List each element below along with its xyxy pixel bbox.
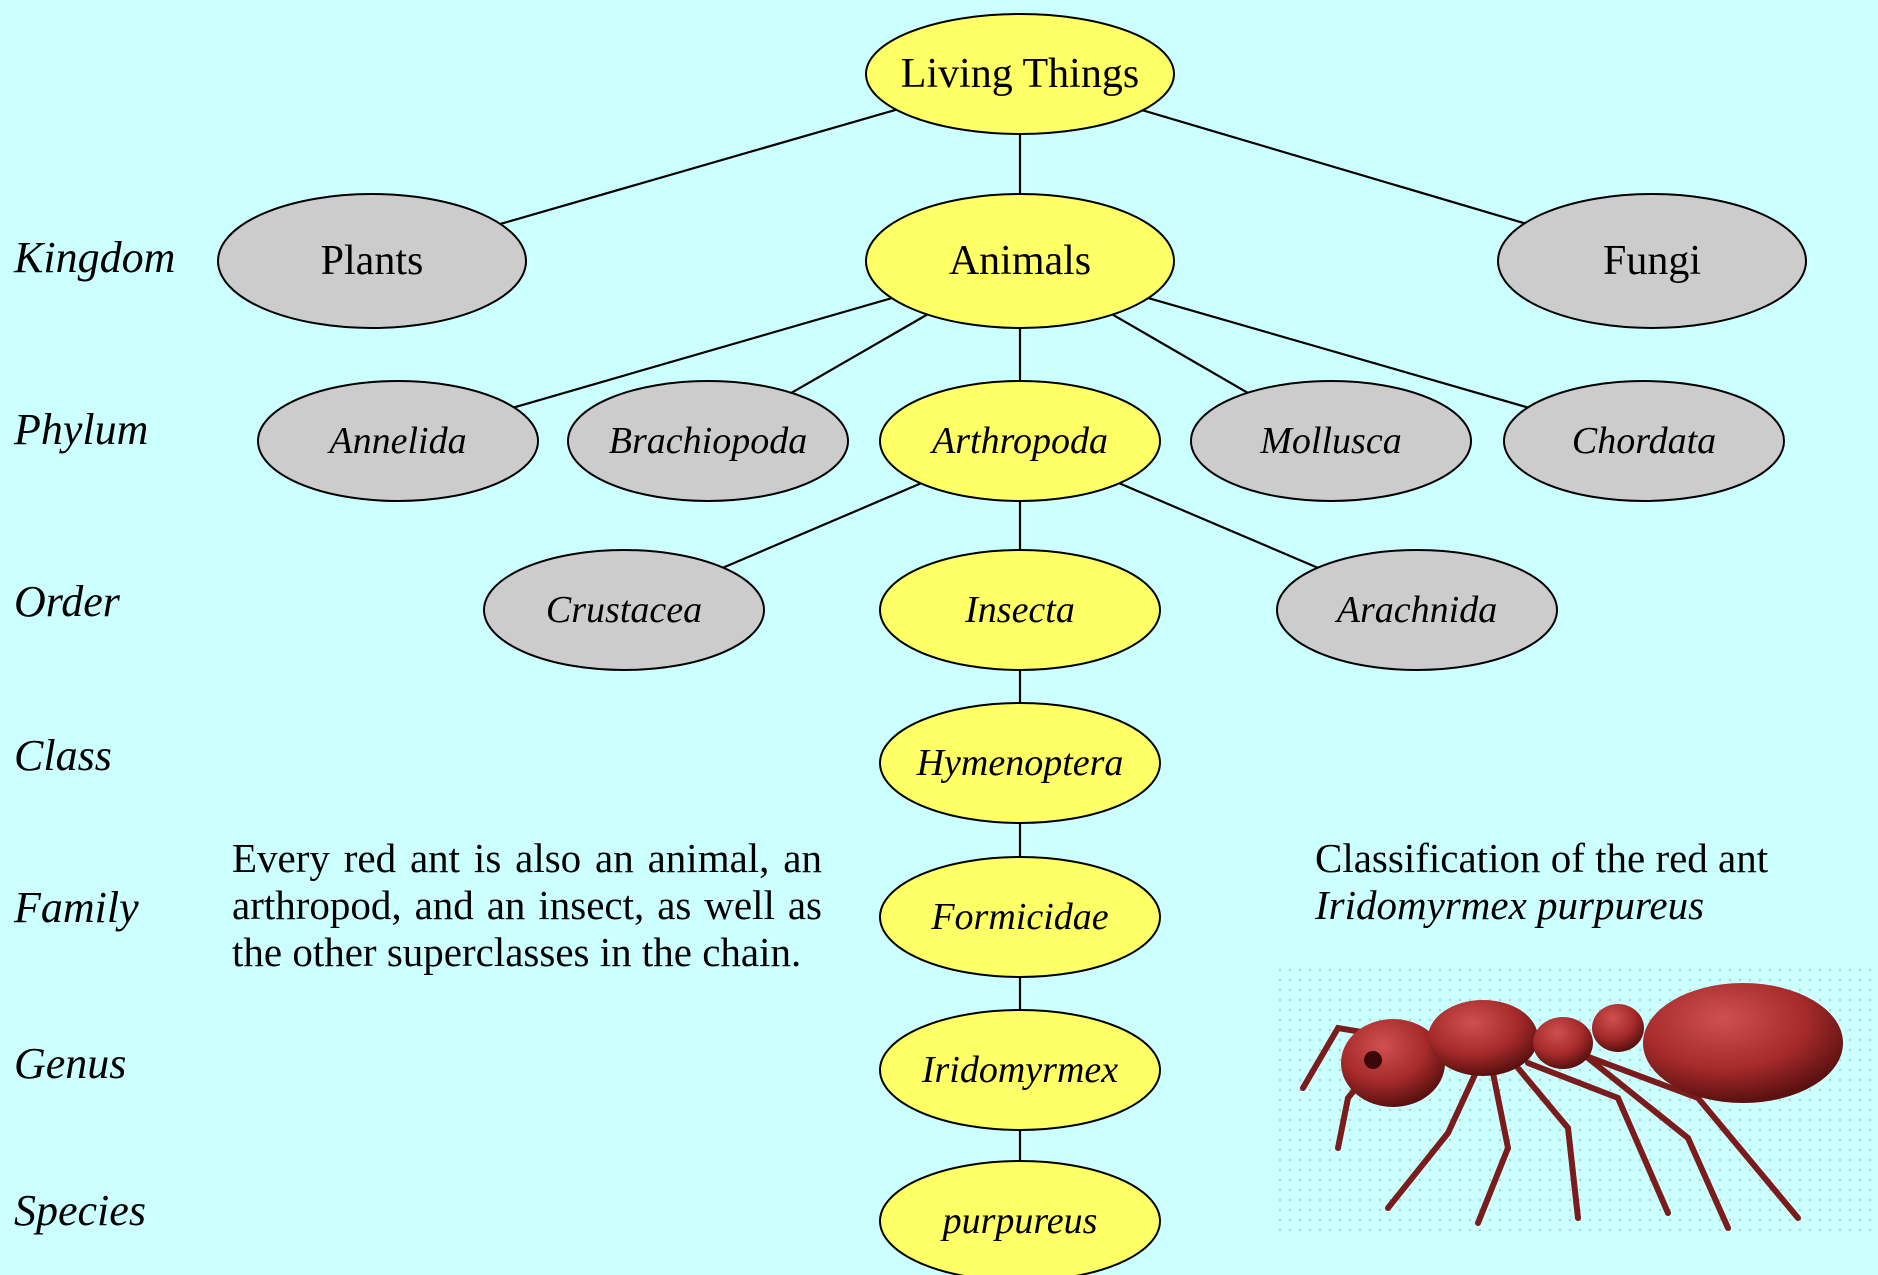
node-purpureus: purpureus <box>880 1161 1160 1275</box>
caption-text: Classification of the red ant <box>1315 835 1875 882</box>
node-brachiopoda: Brachiopoda <box>568 381 848 501</box>
node-chordata: Chordata <box>1504 381 1784 501</box>
node-label-arthropoda: Arthropoda <box>929 420 1108 462</box>
node-label-chordata: Chordata <box>1572 420 1716 462</box>
rank-label-phylum: Phylum <box>14 408 148 452</box>
node-living_things: Living Things <box>866 14 1174 134</box>
rank-label-kingdom: Kingdom <box>14 236 175 280</box>
node-label-insecta: Insecta <box>964 589 1075 631</box>
edge-living_things-to-plants <box>500 110 896 224</box>
node-label-living_things: Living Things <box>901 51 1139 97</box>
edge-living_things-to-fungi <box>1143 110 1525 223</box>
node-animals: Animals <box>866 194 1174 328</box>
node-arthropoda: Arthropoda <box>880 381 1160 501</box>
caption-species-name: Iridomyrmex purpureus <box>1315 882 1875 929</box>
node-plants: Plants <box>218 194 526 328</box>
ant-abdomen <box>1643 983 1843 1103</box>
rank-label-order: Order <box>14 580 120 624</box>
node-label-hymenoptera: Hymenoptera <box>916 742 1124 784</box>
node-label-mollusca: Mollusca <box>1259 420 1401 462</box>
node-arachnida: Arachnida <box>1277 550 1557 670</box>
figure-caption: Classification of the red ant Iridomyrme… <box>1315 835 1875 929</box>
red-ant-illustration <box>1278 948 1878 1238</box>
node-label-animals: Animals <box>949 238 1091 284</box>
node-label-iridomyrmex: Iridomyrmex <box>921 1049 1118 1091</box>
node-crustacea: Crustacea <box>484 550 764 670</box>
edge-animals-to-brachiopoda <box>791 314 927 392</box>
node-insecta: Insecta <box>880 550 1160 670</box>
rank-label-class: Class <box>14 734 112 778</box>
explanation-note: Every red ant is also an animal, an arth… <box>232 835 822 976</box>
node-label-crustacea: Crustacea <box>546 589 702 631</box>
node-label-fungi: Fungi <box>1603 238 1701 284</box>
node-annelida: Annelida <box>258 381 538 501</box>
edge-animals-to-mollusca <box>1113 315 1248 393</box>
node-iridomyrmex: Iridomyrmex <box>880 1010 1160 1130</box>
ant-thorax <box>1428 1000 1538 1076</box>
node-label-formicidae: Formicidae <box>930 896 1108 938</box>
rank-label-genus: Genus <box>14 1042 126 1086</box>
ant-eye <box>1364 1051 1382 1069</box>
rank-label-species: Species <box>14 1189 146 1233</box>
node-fungi: Fungi <box>1498 194 1806 328</box>
node-label-plants: Plants <box>321 238 424 284</box>
node-label-purpureus: purpureus <box>940 1200 1098 1242</box>
rank-label-family: Family <box>14 886 139 930</box>
ant-petiole <box>1533 1017 1593 1069</box>
node-label-brachiopoda: Brachiopoda <box>609 420 807 462</box>
ant-postpetiole <box>1592 1004 1644 1052</box>
node-label-annelida: Annelida <box>326 420 466 462</box>
node-mollusca: Mollusca <box>1191 381 1471 501</box>
node-hymenoptera: Hymenoptera <box>880 703 1160 823</box>
node-formicidae: Formicidae <box>880 857 1160 977</box>
node-label-arachnida: Arachnida <box>1334 589 1497 631</box>
